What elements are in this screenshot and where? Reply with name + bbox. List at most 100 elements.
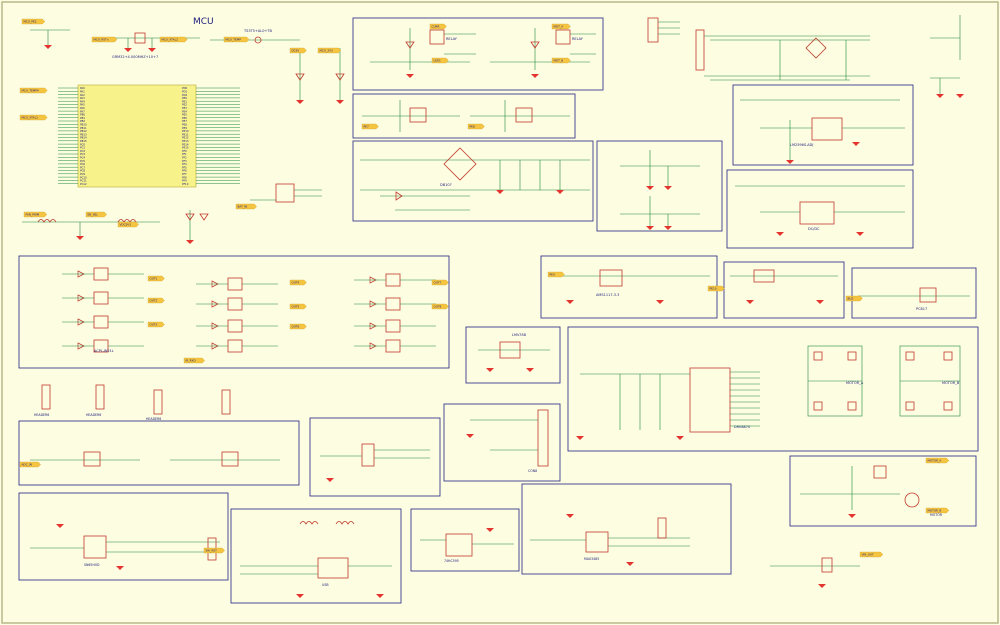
- relay-frame: [352, 17, 604, 91]
- optocoupler: [385, 339, 401, 353]
- optocoupler: [93, 315, 109, 329]
- net-label-text: PE9: [550, 273, 555, 277]
- header-4: [221, 389, 231, 415]
- mcu-pin-right: PD1: [182, 90, 188, 94]
- optocoupler: [93, 267, 109, 281]
- mcu-pin-right: PE1: [182, 99, 187, 103]
- transceiver2-label: MAX3485: [584, 557, 599, 561]
- mcu-pin-left: PA4: [80, 99, 85, 103]
- mcu-pin-left: PC2: [80, 149, 85, 153]
- rs485-b-frame: [521, 483, 732, 575]
- mcu-pin-right: PF1: [182, 152, 187, 156]
- connector-section: CON8: [320, 409, 549, 482]
- regulator2-label: AMS1117-3.3: [596, 293, 619, 297]
- mcu-pin-left: PC11: [80, 179, 87, 183]
- usb-label: USB: [322, 583, 329, 587]
- motor-frame: [789, 455, 977, 527]
- net-label: MCU_RSTn: [91, 36, 118, 43]
- mcu-pin-left: PB14: [80, 136, 87, 140]
- net-label-text: PE8: [470, 125, 475, 129]
- crystal: [134, 32, 146, 44]
- reset-label: TS3T5+AL0+TB: [243, 29, 273, 33]
- net-label: MCU_TEMP: [223, 36, 250, 43]
- mcu-pin-left: PA0: [80, 86, 85, 90]
- optocoupler: [385, 273, 401, 287]
- net-label-text: MOTOR_B: [928, 509, 942, 513]
- isolation-frame: [18, 420, 300, 486]
- motor-driver-label: DRV8870: [734, 425, 750, 429]
- frames: [18, 17, 979, 604]
- net-label: FAN_PWM: [23, 211, 48, 218]
- opto-array-label: ACPL-W21L: [94, 349, 114, 353]
- mcu-pin-left: PC8: [80, 169, 85, 173]
- motor-driver-section: DRV8870 MOTOR_A MOTOR_B: [576, 345, 961, 440]
- mcu-pin-right: PE6: [182, 116, 187, 120]
- relay2-diode: [530, 41, 540, 49]
- net-label: OUT4: [289, 279, 307, 286]
- net-label-text: VIN_OUT: [862, 553, 874, 557]
- mcu-pin-right: PE5: [182, 113, 187, 117]
- mcu-pin-left: PC10: [80, 175, 87, 179]
- motor-relay: [873, 465, 887, 479]
- net-label: OUT5: [289, 303, 307, 310]
- mcu-pin-left: PA6: [80, 106, 85, 110]
- mcu-pin-right: PE12: [182, 136, 189, 140]
- usb-frame: [230, 508, 402, 604]
- mcu-pin-right: PF4: [182, 162, 187, 166]
- net-label-text: DC5V: [292, 49, 300, 53]
- optocoupler: [227, 319, 243, 333]
- net-label-text: MCU_PE2: [24, 20, 37, 24]
- net-label-text: MCU_RSTn: [94, 38, 109, 42]
- mcu-pin-left: PC9: [80, 172, 85, 176]
- power-section: DB107: [360, 147, 590, 211]
- mcu-pin-left: PB12: [80, 129, 87, 133]
- regulator-frame: [732, 84, 914, 166]
- net-label: ADC_IN: [19, 461, 41, 468]
- net-label: OUT3: [147, 321, 165, 328]
- opto2: [515, 107, 533, 123]
- opto-section: [362, 100, 570, 132]
- net-label-text: SW_RST: [206, 549, 218, 553]
- relay-section: RELAY RELAY: [370, 28, 596, 78]
- net-label: MCU_PE2: [21, 18, 46, 25]
- comm-frame: [443, 403, 561, 482]
- iso2: [221, 451, 239, 467]
- opto1: [409, 107, 427, 123]
- rs485-b-section: MAX3485: [530, 514, 690, 566]
- input-section: [647, 15, 964, 98]
- mcu-pin-left: PC4: [80, 156, 85, 160]
- mcu-pin-right: PE0: [182, 96, 187, 100]
- net-label-text: MOTOR_A: [928, 459, 942, 463]
- mcu-pin-left: PB2: [80, 119, 85, 123]
- mcu-right-pins: PD0PD1PD2PE0PE1PE2PE3PE4PE5PE6PE7PE8PE9P…: [182, 86, 240, 186]
- mcu-pin-left: PC0: [80, 142, 85, 146]
- led-2: [335, 73, 345, 81]
- net-label: MOTOR_A: [925, 457, 950, 464]
- header-section: HEADER6 HEADER6 HEADER6: [34, 384, 231, 421]
- transceiver2-chip: [585, 531, 609, 553]
- usb-chip: [317, 557, 349, 579]
- mcu-pin-right: PE3: [182, 106, 187, 110]
- optocoupler: [227, 339, 243, 353]
- net-label: BUZ: [845, 295, 863, 302]
- motor-label: MOTOR: [930, 513, 943, 517]
- connector-label: CON8: [528, 469, 537, 473]
- power-frame: [352, 140, 594, 222]
- mcu-pin-right: PE10: [182, 129, 189, 133]
- connector-frame: [309, 417, 441, 497]
- mcu-title: MCU: [193, 17, 214, 27]
- led-1: [295, 73, 305, 81]
- shift-section: 74HC595: [420, 528, 514, 563]
- shift-label: 74HC595: [444, 559, 459, 563]
- mcu-pin-right: PF10: [182, 182, 189, 186]
- header-1-label: HEADER6: [34, 413, 49, 417]
- reset-switch: [254, 36, 262, 44]
- net-label-text: ADC_IN: [22, 463, 32, 467]
- mcu-pin-right: PF3: [182, 159, 187, 163]
- net-label: MCU_3V3: [317, 47, 342, 54]
- ldo-frame: [723, 261, 845, 319]
- mcu-pin-left: PA2: [80, 93, 85, 97]
- sensor-frame: [596, 140, 723, 232]
